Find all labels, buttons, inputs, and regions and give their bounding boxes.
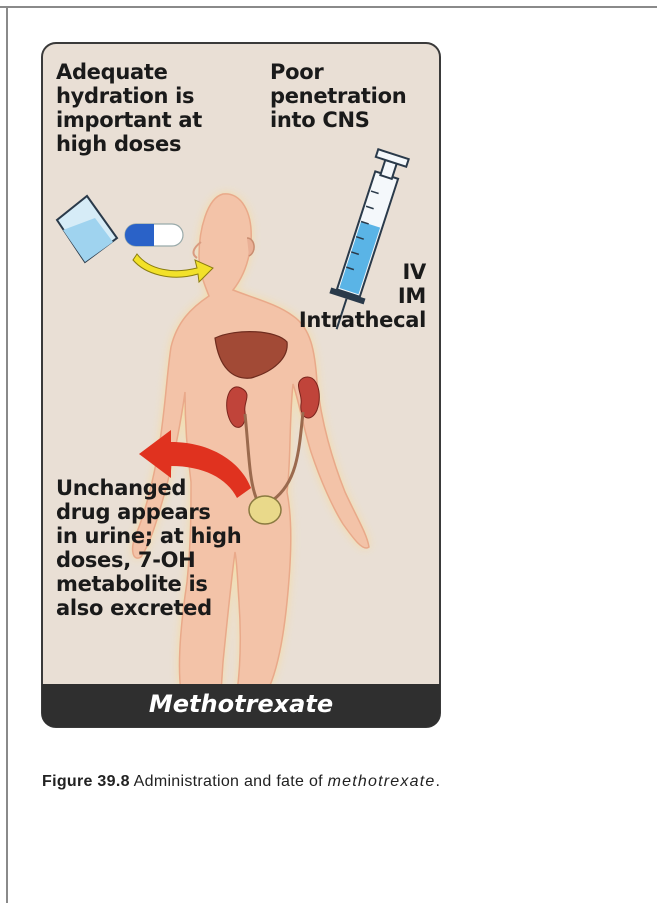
caption-drug-name: methotrexate [328, 773, 436, 790]
hydration-label: Adequate hydration is important at high … [56, 60, 246, 156]
page-frame-top [0, 6, 657, 8]
caption-text: Administration and fate of [134, 773, 323, 790]
page-frame-left [6, 6, 8, 903]
drug-title: Methotrexate [41, 684, 441, 724]
administration-routes-label: IV IM Intrathecal [256, 260, 426, 332]
excretion-label: Unchanged drug appears in urine; at high… [56, 476, 296, 620]
kidney-right-organ [298, 377, 319, 418]
caption-period: . [435, 773, 440, 790]
cns-penetration-label: Poor penetration into CNS [270, 60, 440, 132]
figure-caption: Figure 39.8 Administration and fate of m… [42, 773, 440, 791]
pill-capsule-icon [125, 224, 183, 246]
figure-number: Figure 39.8 [42, 773, 130, 790]
